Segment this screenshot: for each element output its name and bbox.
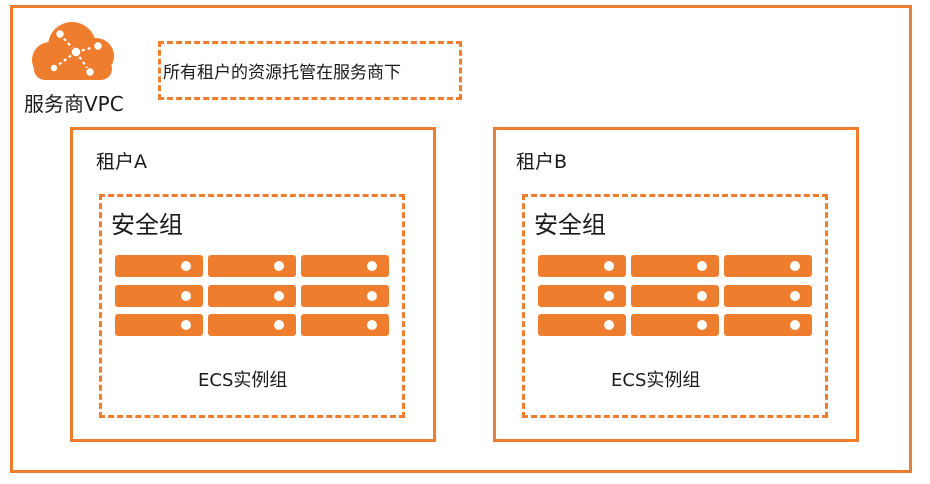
server-icon [208, 255, 296, 277]
server-icon [631, 255, 719, 277]
server-icon [208, 285, 296, 307]
server-icon [301, 285, 389, 307]
server-icon [115, 255, 203, 277]
provider-vpc-frame [10, 5, 912, 473]
server-icon [301, 314, 389, 336]
server-icon [115, 314, 203, 336]
tenant-a-server-grid [115, 255, 389, 336]
tenant-b-server-grid [538, 255, 812, 336]
cloud-network-icon [32, 22, 114, 80]
tenant-b-security-group-box [522, 194, 828, 418]
server-icon [724, 314, 812, 336]
tenant-b-box [493, 127, 859, 442]
tenant-b-security-group-label: 安全组 [534, 211, 606, 239]
server-icon [538, 314, 626, 336]
tenant-a-label: 租户A [96, 151, 147, 173]
server-icon [115, 285, 203, 307]
server-icon [208, 314, 296, 336]
tenant-b-label: 租户B [516, 151, 568, 173]
tenant-a-security-group-box [99, 194, 405, 418]
tenant-a-security-group-label: 安全组 [111, 211, 183, 239]
server-icon [631, 285, 719, 307]
tenant-b-ecs-group-label: ECS实例组 [611, 370, 701, 391]
server-icon [538, 285, 626, 307]
server-icon [631, 314, 719, 336]
note-text: 所有租户的资源托管在服务商下 [163, 63, 401, 83]
provider-vpc-label: 服务商VPC [24, 92, 124, 116]
tenant-a-box [70, 127, 436, 442]
server-icon [538, 255, 626, 277]
server-icon [301, 255, 389, 277]
note-box [158, 41, 462, 100]
server-icon [724, 255, 812, 277]
server-icon [724, 285, 812, 307]
tenant-a-ecs-group-label: ECS实例组 [198, 370, 288, 391]
